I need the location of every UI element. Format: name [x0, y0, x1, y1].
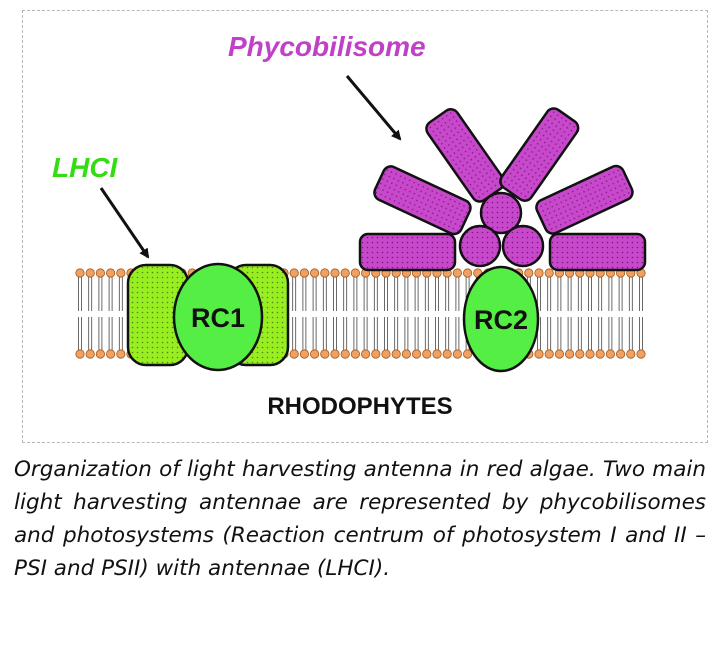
rc2-reaction-center: [462, 265, 540, 373]
antenna-diagram: RC1 RC2 Phycobilisome LHCI RHODOPHYTES: [52, 31, 647, 420]
phycobilisome-rod-far-right: [548, 232, 647, 272]
phycobilisome-core-right: [501, 224, 545, 268]
lipid-head: [309, 349, 320, 359]
lipid-head: [95, 349, 106, 359]
lipid-head: [462, 268, 473, 278]
lipid-head: [422, 349, 432, 359]
lipid-head: [595, 349, 605, 359]
lipid-head: [544, 268, 554, 278]
lipid-head: [106, 349, 116, 359]
rhodophytes-label: RHODOPHYTES: [267, 393, 452, 420]
lipid-head: [564, 349, 575, 359]
lipid-head: [534, 349, 544, 359]
lipid-head: [289, 349, 299, 359]
lipid-head: [95, 268, 106, 278]
lipid-head: [320, 268, 330, 278]
lipid-head: [299, 349, 309, 359]
lipid-head: [626, 349, 636, 359]
phycobilisome-rod-upper-right: [499, 107, 580, 202]
rc2-label: RC2: [474, 305, 528, 335]
lipid-head: [106, 268, 116, 278]
lipid-head: [340, 349, 350, 359]
lipid-head: [615, 349, 626, 359]
lipid-head: [350, 349, 360, 359]
lipid-head: [401, 349, 411, 359]
lipid-head: [116, 349, 126, 359]
lipid-head: [391, 349, 401, 359]
lipid-head: [320, 349, 330, 359]
phycobilisome-complex: [358, 107, 647, 272]
lipid-head: [585, 349, 595, 359]
lipid-head: [330, 268, 340, 278]
lipid-head: [360, 349, 371, 359]
lipid-head: [636, 349, 646, 359]
lipid-head: [534, 268, 544, 278]
lipid-head: [350, 268, 360, 278]
lipid-head: [452, 349, 462, 359]
rc1-reaction-center: [172, 262, 264, 372]
lipid-head: [330, 349, 340, 359]
phycobilisome-rod-right: [535, 164, 634, 235]
phycobilisome-arrow: [345, 75, 402, 141]
lipid-head: [299, 268, 309, 278]
lipid-head: [289, 268, 299, 278]
phycobilisome-core-left: [458, 224, 502, 268]
phycobilisome-rod-left: [373, 165, 472, 236]
lipid-head: [381, 349, 391, 359]
lipid-head: [462, 349, 473, 359]
lipid-head: [85, 349, 95, 359]
lhci-arrow: [99, 187, 150, 259]
lipid-head: [554, 349, 565, 359]
lipid-head: [371, 349, 381, 359]
figure-frame: [22, 10, 708, 443]
lipid-head: [605, 349, 616, 359]
lipid-head: [411, 349, 422, 359]
rc1-label: RC1: [191, 303, 245, 333]
lipid-head: [340, 268, 350, 278]
lipid-head: [75, 349, 85, 359]
lipid-head: [575, 349, 585, 359]
lipid-head: [85, 268, 95, 278]
lipid-head: [116, 268, 126, 278]
phycobilisome-label: Phycobilisome: [228, 31, 426, 62]
lhci-label: LHCI: [52, 152, 119, 183]
lipid-head: [452, 268, 462, 278]
lipid-head: [75, 268, 85, 278]
lipid-head: [544, 349, 554, 359]
phycobilisome-core-top: [479, 191, 523, 235]
lipid-head: [524, 268, 534, 278]
lipid-head: [442, 349, 452, 359]
phycobilisome-rod-far-left: [358, 232, 457, 272]
lipid-head: [432, 349, 442, 359]
figure-caption: Organization of light harvesting antenna…: [14, 457, 706, 581]
lipid-head: [309, 268, 320, 278]
